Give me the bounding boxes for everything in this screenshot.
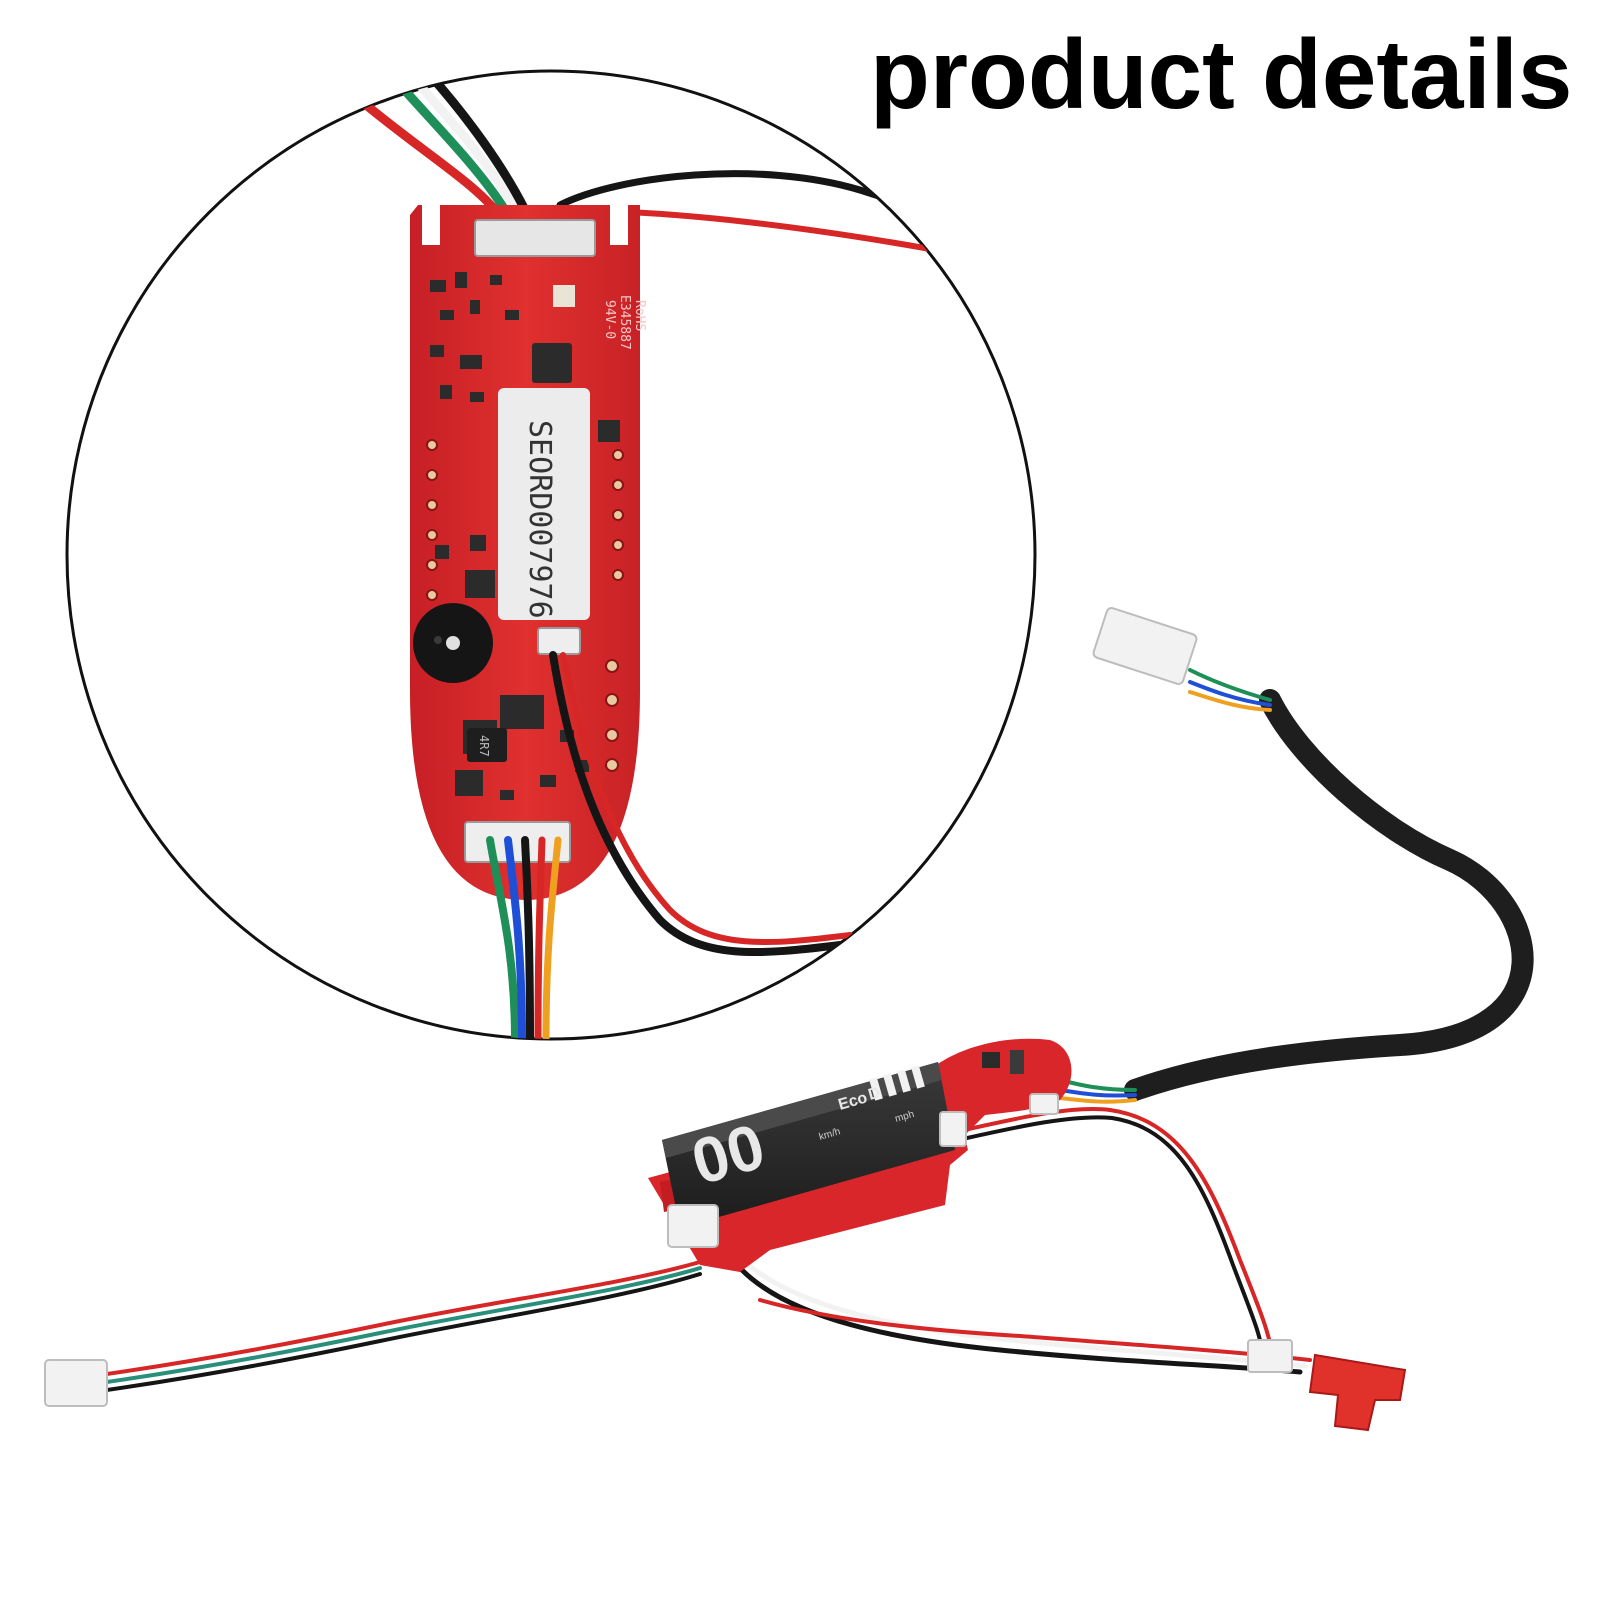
inductor-mark: 4R7 [477, 735, 491, 757]
bottom-wire-bundle [486, 836, 562, 1039]
pcb-board: SEORD007976 94V-0 E345887 RoHS 4R7 [410, 205, 647, 900]
silkscreen-rohs: RoHS [632, 300, 647, 331]
silkscreen-rating: 94V-0 [602, 300, 617, 339]
label-sticker-text: SEORD007976 [522, 420, 557, 619]
unit-label-mph: mph [894, 1109, 916, 1125]
buzzer [413, 603, 493, 683]
pcb-pin-holes [426, 439, 624, 772]
small-white-connector [1247, 1339, 1293, 1373]
mid-wire-pair [549, 651, 853, 957]
red-plug-connector [1308, 1353, 1407, 1432]
label-sticker [498, 388, 590, 620]
bottom-left-connector [44, 1359, 108, 1407]
battery-bars [869, 1065, 925, 1101]
zoom-detail-circle: SEORD007976 94V-0 E345887 RoHS 4R7 [65, 69, 1037, 1041]
pcb-components [430, 272, 620, 800]
mode-label-drive: D [866, 1084, 882, 1104]
page-title: product details [870, 19, 1573, 129]
inductor [467, 728, 507, 762]
dashboard-assembly: 00 Eco D km/h mph [648, 1038, 1072, 1272]
long-black-cable [1058, 668, 1534, 1104]
silkscreen-cert: E345887 [617, 295, 632, 350]
top-right-connector [1092, 607, 1198, 685]
